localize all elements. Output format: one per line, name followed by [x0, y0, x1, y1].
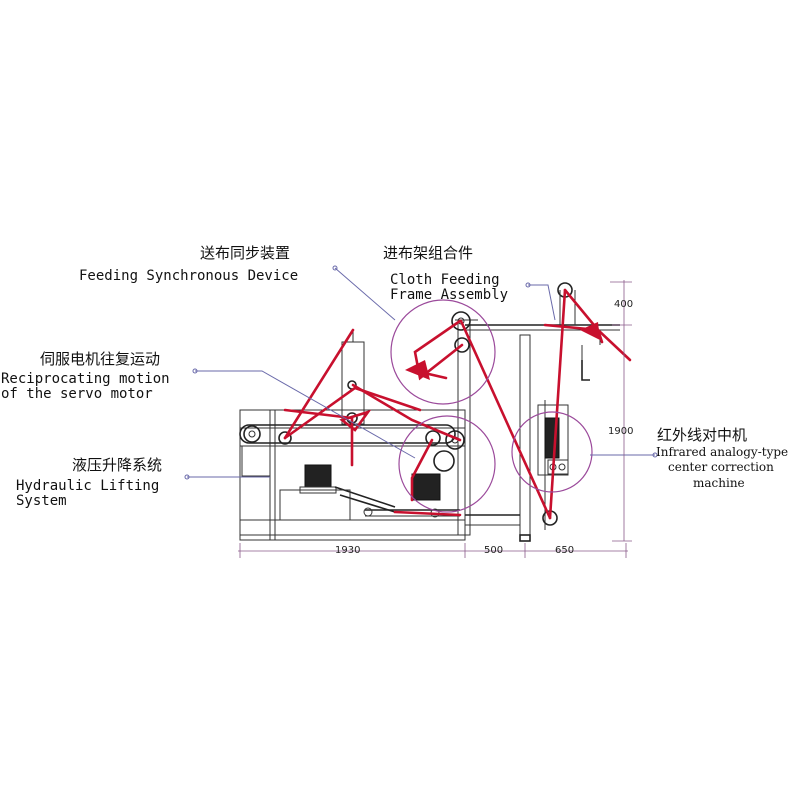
circle-servo	[398, 415, 496, 513]
highlight-circles	[390, 299, 593, 513]
dim-650: 650	[555, 545, 574, 556]
label-hydraulic-en-1: Hydraulic Lifting	[16, 478, 159, 494]
circle-cloth-frame	[390, 299, 496, 405]
label-infrared-en-1: Infrared analogy-type	[656, 445, 788, 459]
label-hydraulic-cn: 液压升降系统	[72, 456, 162, 474]
label-infrared-en-2: center correction	[668, 460, 774, 474]
dim-500: 500	[484, 545, 503, 556]
leader-lines	[184, 265, 658, 480]
label-infrared-en-3: machine	[693, 476, 745, 490]
label-infrared-cn: 红外线对中机	[657, 426, 747, 444]
label-hydraulic-en-2: System	[16, 493, 67, 509]
label-cloth-frame-en-2: Frame Assembly	[390, 287, 508, 303]
label-servo-en-1: Reciprocating motion	[1, 371, 170, 387]
label-feeding-sync-cn: 送布同步装置	[200, 244, 290, 262]
label-servo-en-2: of the servo motor	[1, 386, 153, 402]
cloth-path	[283, 288, 632, 520]
dim-1930: 1930	[335, 545, 360, 556]
dim-1900: 1900	[608, 426, 633, 437]
label-feeding-sync-en: Feeding Synchronous Device	[79, 268, 298, 284]
label-cloth-frame-en-1: Cloth Feeding	[390, 272, 500, 288]
dimension-lines	[238, 280, 632, 558]
label-cloth-frame-cn: 进布架组合件	[383, 244, 473, 262]
dim-400: 400	[614, 299, 633, 310]
circle-infrared	[511, 411, 593, 493]
label-servo-cn: 伺服电机往复运动	[40, 350, 160, 368]
